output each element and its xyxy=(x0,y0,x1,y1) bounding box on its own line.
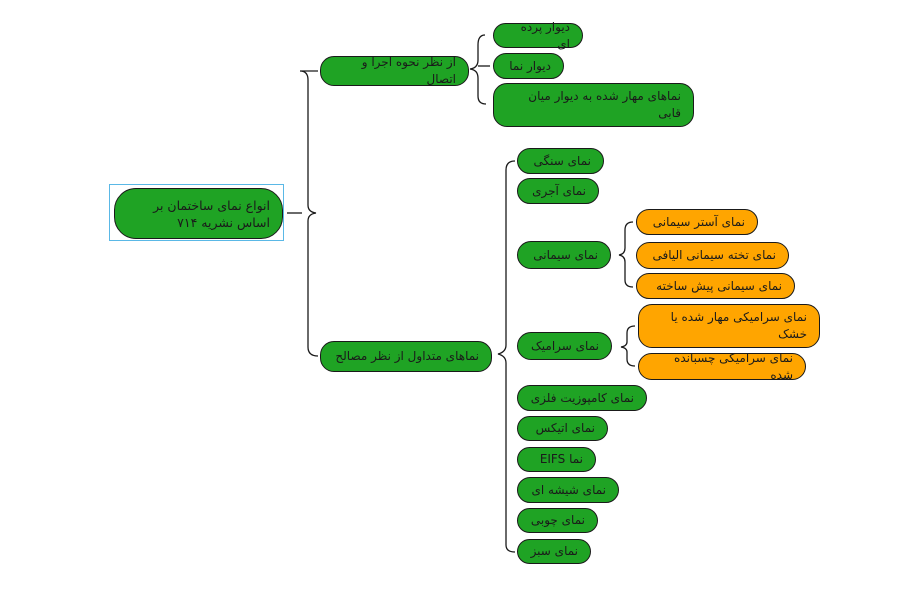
stone-facade-node[interactable]: نمای سنگی xyxy=(517,148,604,174)
connector-cement-children xyxy=(618,221,634,288)
metal-composite-facade-node[interactable]: نمای کامپوزیت فلزی xyxy=(517,385,647,411)
cement-plaster-node[interactable]: نمای آستر سیمانی xyxy=(636,209,758,235)
wood-facade-node[interactable]: نمای چوبی xyxy=(517,508,598,533)
infill-anchored-facade-node[interactable]: نماهای مهار شده به دیوار میان قابی xyxy=(493,83,694,127)
fiber-cement-board-node[interactable]: نمای تخته سیمانی الیافی xyxy=(636,242,789,269)
brick-facade-node[interactable]: نمای آجری xyxy=(517,178,599,204)
branch-construction-node[interactable]: از نظر نحوه اجرا و اتصال xyxy=(320,55,469,86)
cement-facade-node[interactable]: نمای سیمانی xyxy=(517,241,611,269)
ceramic-facade-node[interactable]: نمای سرامیک xyxy=(517,332,612,360)
connector-branch2-children xyxy=(497,160,516,553)
dry-anchored-ceramic-node[interactable]: نمای سرامیکی مهار شده یا خشک xyxy=(638,304,820,348)
connector-ceramic-children xyxy=(620,325,636,367)
branch-materials-label: نماهای متداول از نظر مصالح xyxy=(335,349,479,363)
precast-cement-node[interactable]: نمای سیمانی پیش ساخته xyxy=(636,273,795,299)
branch-materials-node[interactable]: نماهای متداول از نظر مصالح xyxy=(320,341,492,372)
connector-branch1-children xyxy=(469,34,487,105)
atics-facade-node[interactable]: نمای اتیکس xyxy=(517,416,608,441)
connector-root-branches xyxy=(299,70,319,357)
eifs-facade-node[interactable]: نما EIFS xyxy=(517,447,596,472)
root-selection-frame xyxy=(109,184,284,241)
branch-construction-label: از نظر نحوه اجرا و اتصال xyxy=(361,55,456,86)
curtain-wall-node[interactable]: دیوار پرده ای xyxy=(493,20,583,51)
green-facade-node[interactable]: نمای سبز xyxy=(517,539,591,564)
adhered-ceramic-node[interactable]: نمای سرامیکی چسبانده شده xyxy=(638,351,806,382)
glass-facade-node[interactable]: نمای شیشه ای xyxy=(517,477,619,503)
facade-wall-node[interactable]: دیوار نما xyxy=(493,53,564,79)
root-node[interactable]: انواع نمای ساختمان بر اساس نشریه ۷۱۴ xyxy=(114,188,283,239)
root-label: انواع نمای ساختمان بر اساس نشریه ۷۱۴ xyxy=(153,197,270,230)
